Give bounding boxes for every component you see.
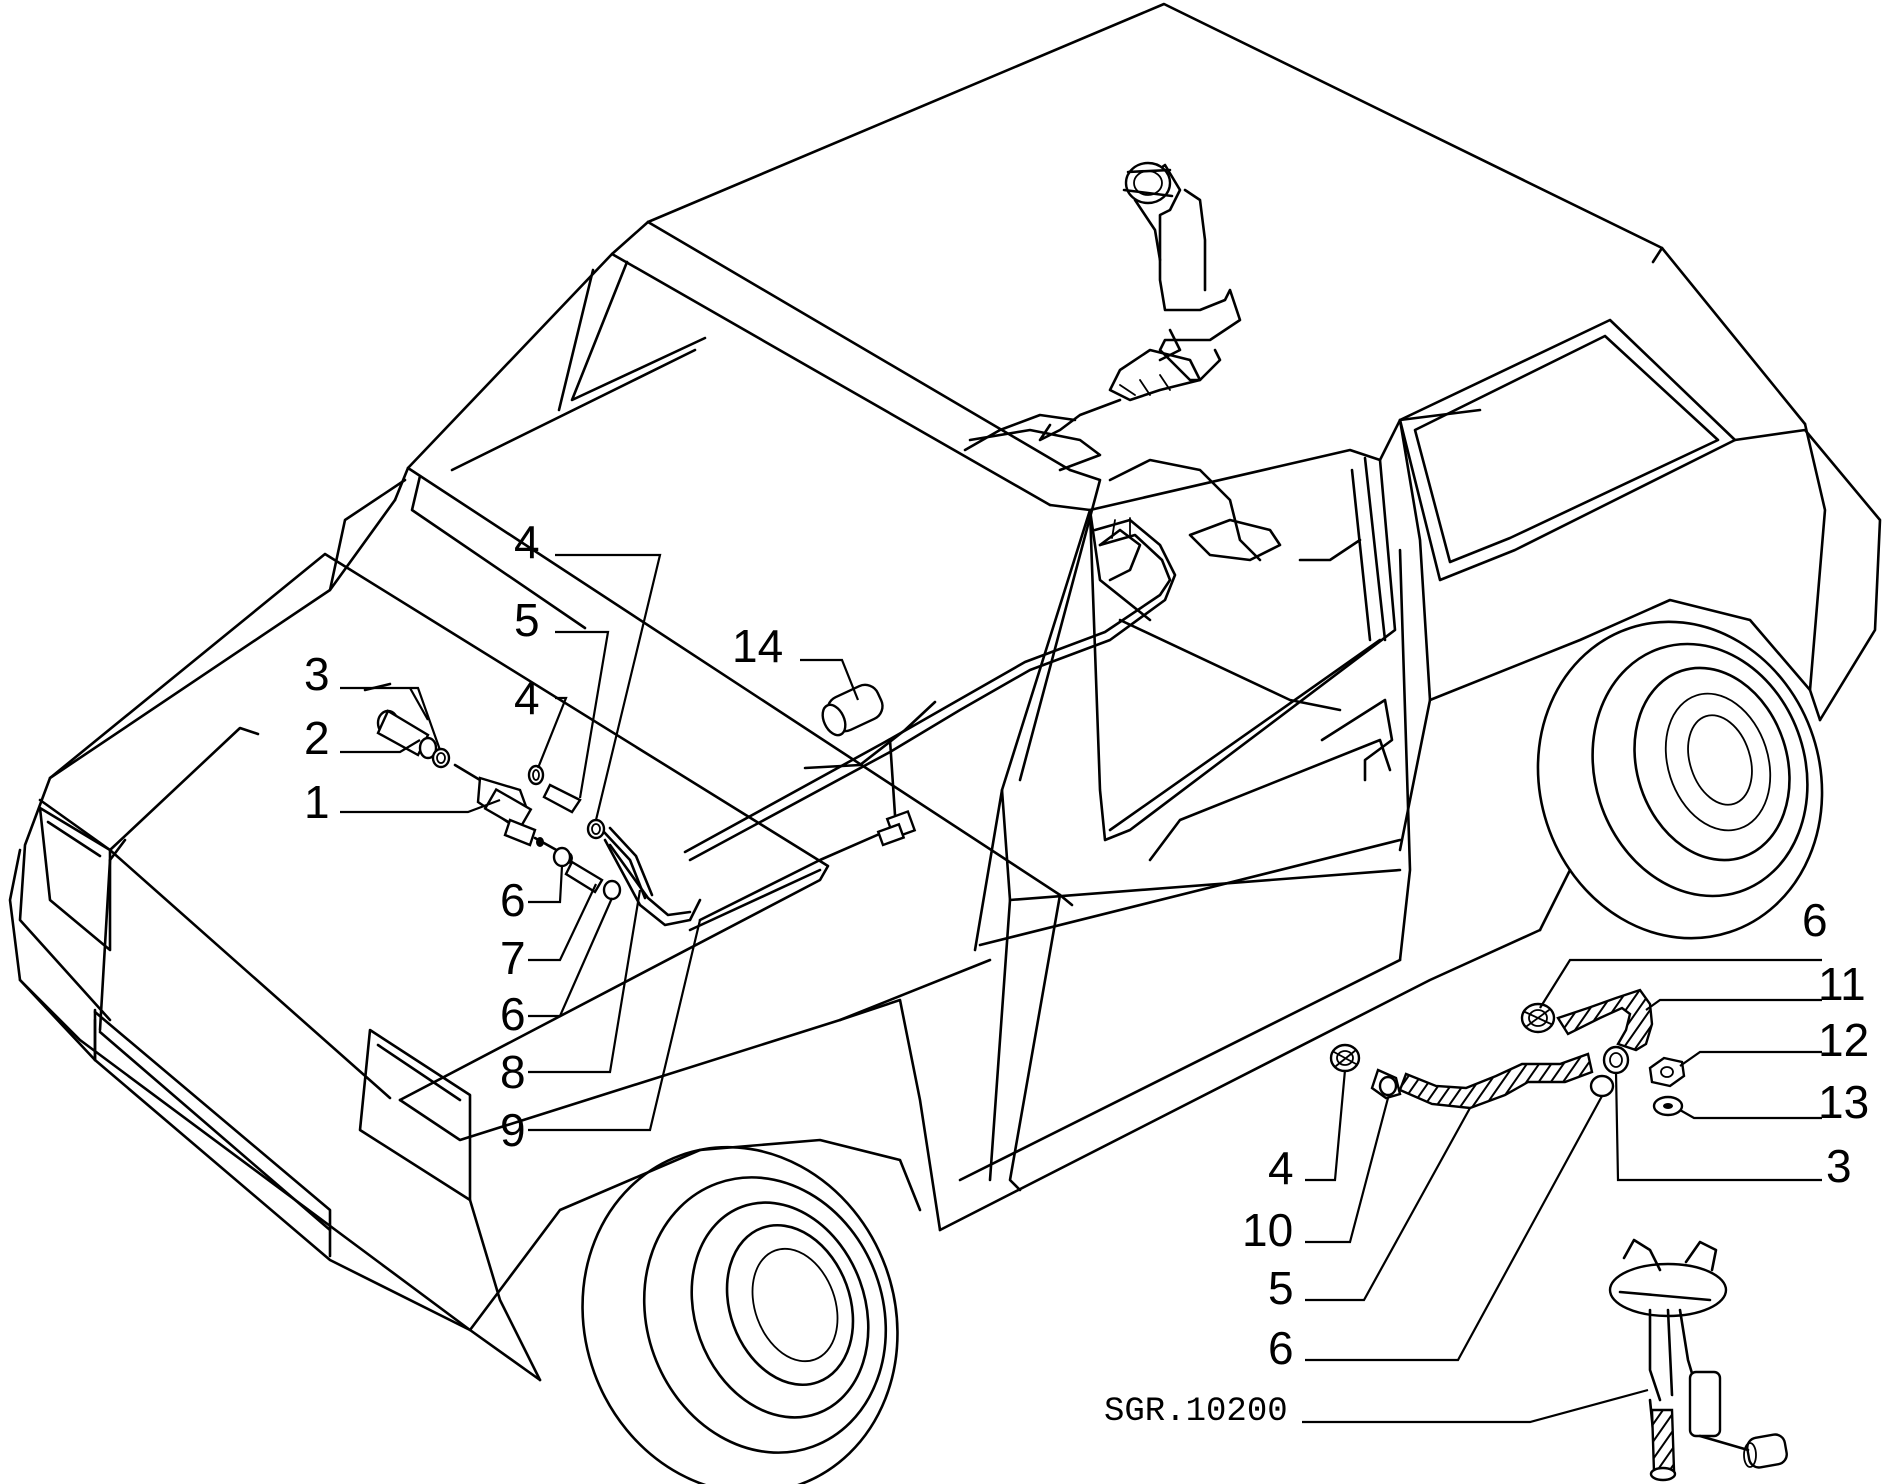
part-14-clip bbox=[803, 683, 937, 817]
callout-1: 1 bbox=[304, 776, 330, 828]
callout-7: 7 bbox=[500, 932, 526, 984]
callout-9: 9 bbox=[500, 1104, 526, 1156]
callout-12: 12 bbox=[1818, 1014, 1869, 1066]
callout-2: 2 bbox=[304, 712, 330, 764]
fuel-lines bbox=[603, 517, 1177, 932]
reference-code: SGR.10200 bbox=[1104, 1393, 1288, 1431]
callout-4-mid: 4 bbox=[514, 672, 540, 724]
callout-4-upper: 4 bbox=[514, 516, 540, 568]
callout-3-right: 3 bbox=[1826, 1140, 1852, 1192]
callout-14: 14 bbox=[732, 620, 783, 672]
callout-6-left-a: 6 bbox=[500, 874, 526, 926]
callout-8: 8 bbox=[500, 1046, 526, 1098]
callout-6-right-top: 6 bbox=[1802, 894, 1828, 946]
callout-10: 10 bbox=[1242, 1204, 1293, 1256]
callout-11: 11 bbox=[1818, 958, 1866, 1010]
callout-6-right-bottom: 6 bbox=[1268, 1322, 1294, 1374]
callout-5-right: 5 bbox=[1268, 1262, 1294, 1314]
callout-5-upper: 5 bbox=[514, 594, 540, 646]
callout-labels: 4 5 4 3 2 1 6 7 6 8 9 14 6 11 12 13 3 4 … bbox=[304, 516, 1869, 1431]
filter-assembly bbox=[376, 709, 654, 901]
filler-neck bbox=[1038, 161, 1242, 442]
callout-13: 13 bbox=[1818, 1076, 1869, 1128]
car-body bbox=[8, 2, 1882, 1484]
fuel-pump-sender bbox=[1608, 1238, 1788, 1482]
callout-3-left: 3 bbox=[304, 648, 330, 700]
leader-lines bbox=[340, 553, 1822, 1424]
pump-hoses-assembly bbox=[1329, 988, 1686, 1117]
callout-6-left-b: 6 bbox=[500, 988, 526, 1040]
callout-4-right: 4 bbox=[1268, 1142, 1294, 1194]
